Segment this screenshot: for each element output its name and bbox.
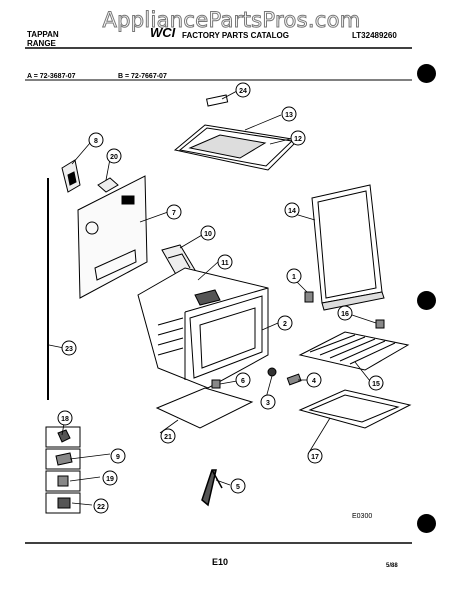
part-igniter (201, 469, 223, 507)
callout-label-15: 15 (372, 381, 380, 388)
part-bottom-panel (155, 387, 254, 429)
callout-circle-10 (200, 225, 216, 241)
part-top-clip (206, 94, 229, 107)
callout-circle-6 (235, 372, 251, 388)
callout-circle-3 (260, 394, 276, 410)
callout-label-12: 12 (294, 136, 302, 143)
callout-label-3: 3 (266, 400, 270, 407)
callout-circle-16 (337, 305, 353, 321)
callout-label-14: 14 (288, 208, 296, 215)
callout-label-5: 5 (236, 484, 240, 491)
brand-line-1: TAPPAN (27, 30, 59, 39)
callout-circle-13 (281, 106, 297, 122)
part-box-19 (45, 470, 81, 492)
callout-circle-22 (93, 498, 109, 514)
page-number: E10 (212, 557, 228, 567)
callout-label-21: 21 (164, 434, 172, 441)
callout-circle-21 (160, 428, 176, 444)
callout-label-20: 20 (110, 154, 118, 161)
part-cooktop-panel (173, 124, 300, 171)
part-insulation-block (97, 177, 119, 193)
callout-circle-18 (57, 410, 73, 426)
callout-circle-17 (307, 448, 323, 464)
callout-label-23: 23 (65, 346, 73, 353)
part-nut-3 (267, 367, 277, 377)
callout-circle-15 (368, 375, 384, 391)
figure-code: E0300 (352, 513, 372, 520)
callout-circle-24 (235, 82, 251, 98)
callout-label-8: 8 (94, 138, 98, 145)
part-box-22 (45, 492, 81, 514)
callout-label-16: 16 (341, 311, 349, 318)
catalog-title: FACTORY PARTS CATALOG (182, 31, 289, 40)
callout-circle-8 (88, 132, 104, 148)
watermark-text: AppliancePartsPros.com (102, 8, 361, 33)
callout-label-18: 18 (61, 416, 69, 423)
callout-circle-2 (277, 315, 293, 331)
catalog-logo: WCI (150, 25, 176, 40)
part-bracket (61, 159, 81, 193)
callout-circle-4 (306, 372, 322, 388)
part-bolt-6 (211, 379, 221, 389)
callout-label-4: 4 (312, 378, 316, 385)
part-side-panel (311, 184, 385, 311)
callout-circle-5 (230, 478, 246, 494)
part-box-18 (45, 426, 81, 448)
callout-circle-23 (61, 340, 77, 356)
callout-circle-12 (290, 130, 306, 146)
revision-date: 5/88 (386, 563, 398, 569)
callout-circle-14 (284, 202, 300, 218)
callout-label-11: 11 (221, 260, 229, 267)
callout-circle-7 (166, 204, 182, 220)
callout-circle-1 (286, 268, 302, 284)
part-screw-1 (304, 291, 314, 303)
callout-label-6: 6 (241, 378, 245, 385)
callout-label-2: 2 (283, 321, 287, 328)
part-box-9 (45, 448, 81, 470)
part-oven-body (137, 267, 269, 389)
callout-label-19: 19 (106, 476, 114, 483)
catalog-number: LT32489260 (352, 31, 397, 40)
part-back-panel (77, 175, 148, 299)
callout-circle-11 (217, 254, 233, 270)
model-b-label: B = 72-7667-07 (118, 73, 167, 80)
callout-circle-19 (102, 470, 118, 486)
callout-circle-9 (110, 448, 126, 464)
callout-label-22: 22 (97, 504, 105, 511)
callout-label-24: 24 (239, 88, 247, 95)
callout-label-17: 17 (311, 454, 319, 461)
binder-hole-middle (417, 291, 436, 310)
part-broiler-pan (298, 389, 412, 429)
part-clip-4 (286, 373, 302, 386)
binder-hole-bottom (417, 514, 436, 533)
part-oven-rack (298, 331, 410, 371)
callout-label-10: 10 (204, 231, 212, 238)
binder-hole-top (417, 64, 436, 83)
brand-line-2: RANGE (27, 39, 56, 48)
callout-label-7: 7 (172, 210, 176, 217)
callout-label-9: 9 (116, 454, 120, 461)
callout-circle-20 (106, 148, 122, 164)
part-screw-16 (375, 319, 385, 329)
callout-label-1: 1 (292, 274, 296, 281)
callout-label-13: 13 (285, 112, 293, 119)
model-a-label: A = 72-3687-07 (27, 73, 76, 80)
